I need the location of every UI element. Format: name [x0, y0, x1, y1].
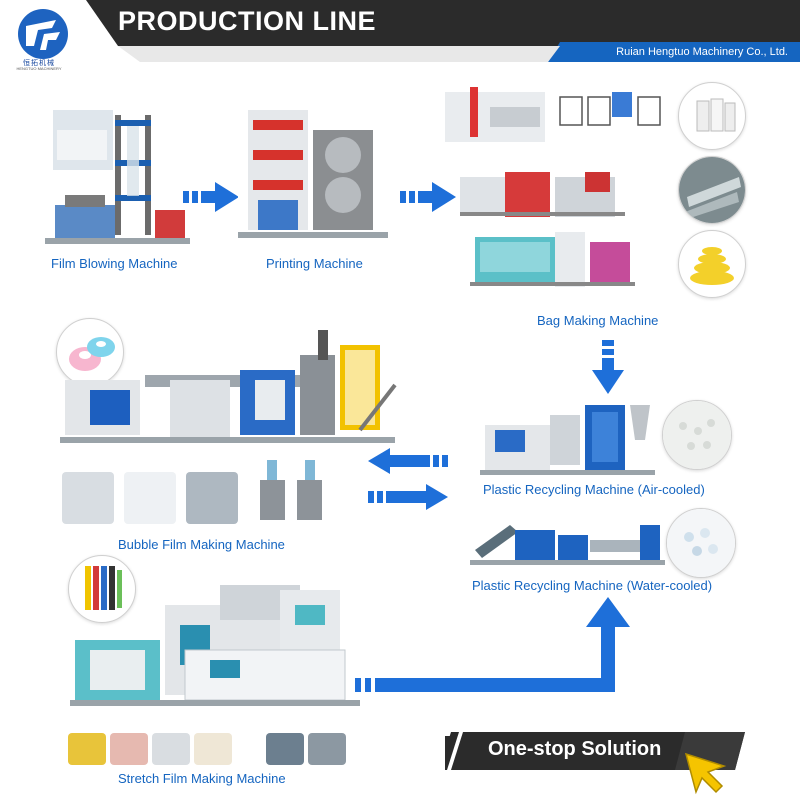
printing-machine-image — [238, 100, 388, 250]
bubble-sample-2 — [124, 472, 176, 524]
stretch-sample-2 — [110, 733, 148, 765]
plastic-granules-circle-2 — [666, 508, 736, 578]
stretch-film-label: Stretch Film Making Machine — [118, 771, 286, 786]
bag-product-circle-2 — [678, 156, 746, 224]
recycling-water-label: Plastic Recycling Machine (Water-cooled) — [472, 578, 713, 593]
bag-product-circle-1 — [678, 82, 746, 150]
arrow-down-icon — [592, 340, 624, 394]
stretch-sample-1 — [68, 733, 106, 765]
printing-label: Printing Machine — [266, 256, 363, 271]
bubble-film-machine-image — [60, 330, 397, 443]
stretch-sample-4 — [194, 733, 232, 765]
page-title: PRODUCTION LINE — [118, 6, 377, 36]
stretch-film-rolls-circle — [68, 555, 136, 623]
die-head-image — [260, 460, 322, 520]
stretch-film-machine-image — [70, 585, 360, 706]
arrow-left-icon — [368, 448, 448, 474]
stretch-sample-6 — [308, 733, 346, 765]
solution-label: One-stop Solution — [488, 738, 662, 760]
film-blowing-label: Film Blowing Machine — [51, 256, 178, 271]
arrow-right-icon — [400, 182, 456, 212]
recycling-air-machine-image — [480, 405, 655, 475]
stretch-sample-5 — [266, 733, 304, 765]
header-band — [86, 0, 800, 62]
bubble-roll-circle — [56, 318, 124, 386]
bag-product-circle-3 — [678, 230, 746, 298]
company-name: Ruian Hengtuo Machinery Co., Ltd. — [616, 46, 788, 58]
bag-making-machines-image — [445, 87, 661, 287]
cursor-pointer-icon — [684, 752, 727, 795]
logo-text: 恒拓机械 — [23, 60, 55, 67]
recycling-water-machine-image — [470, 525, 665, 565]
bubble-sample-1 — [62, 472, 114, 524]
arrow-right-icon — [368, 484, 448, 510]
plastic-granules-circle-1 — [662, 400, 732, 470]
film-blowing-machine-image — [45, 100, 190, 250]
stretch-sample-3 — [152, 733, 190, 765]
arrow-up-icon — [355, 597, 630, 692]
bubble-sample-3 — [186, 472, 238, 524]
recycling-air-label: Plastic Recycling Machine (Air-cooled) — [483, 482, 705, 497]
bag-making-label: Bag Making Machine — [537, 313, 659, 328]
arrow-right-icon — [183, 182, 239, 212]
company-logo — [8, 6, 78, 68]
logo-subtext: HENGTUO MACHINERY — [16, 66, 62, 71]
bubble-film-label: Bubble Film Making Machine — [118, 537, 285, 552]
